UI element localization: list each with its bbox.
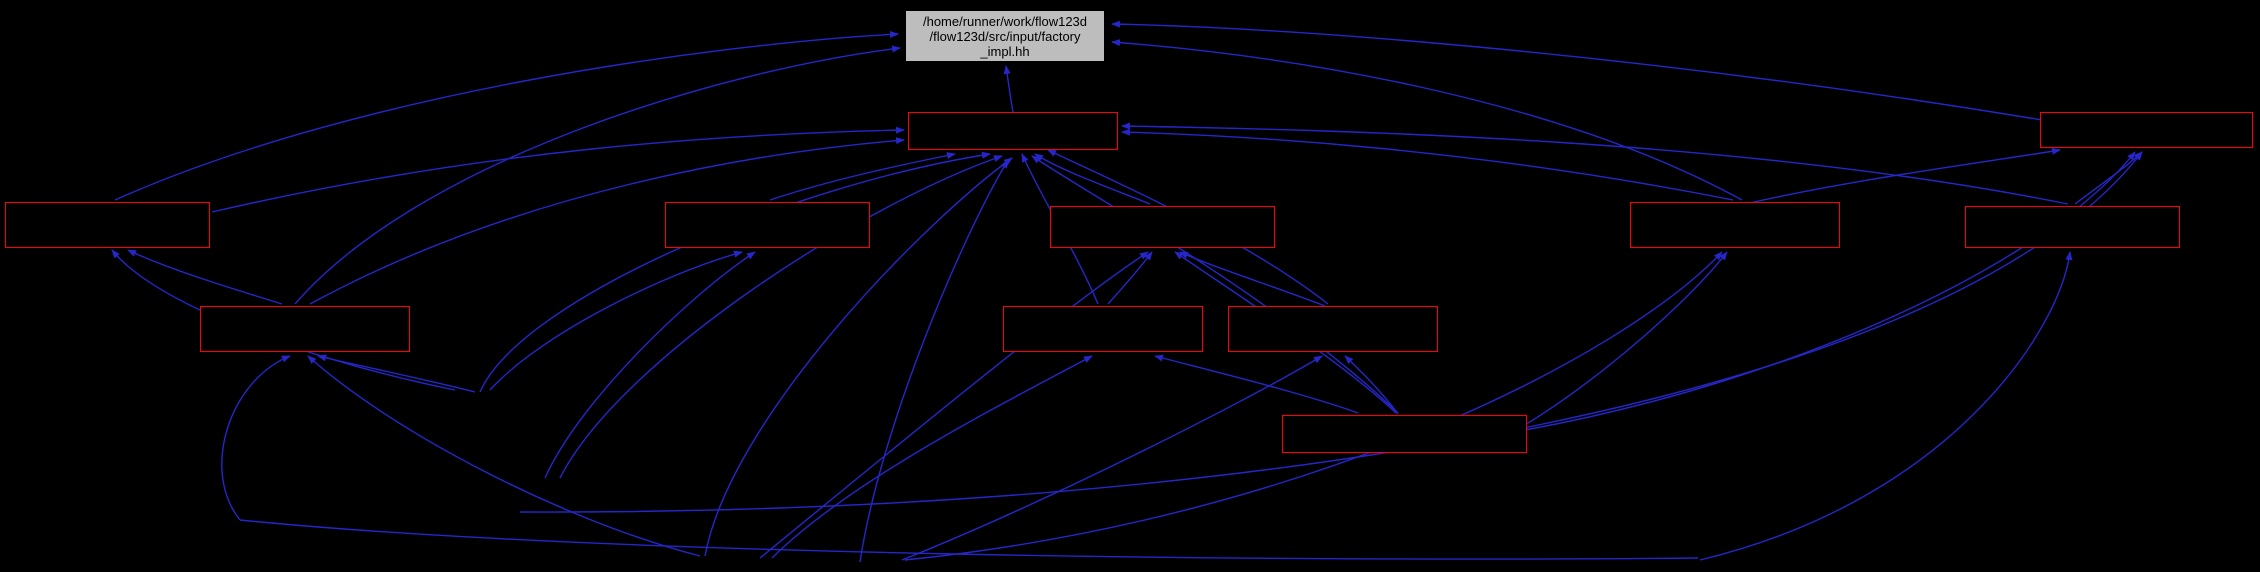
node-title-line: /flow123d/src/input/factory (929, 29, 1081, 44)
edge (544, 251, 756, 479)
edge (1003, 65, 1014, 113)
include-node-far-left[interactable] (5, 202, 210, 248)
include-node-center[interactable] (1050, 206, 1275, 248)
edge (1519, 251, 1728, 429)
edge (1121, 128, 1734, 201)
include-node-bottom[interactable] (1282, 415, 1527, 453)
edge (1111, 20, 2043, 121)
edge (1744, 147, 2061, 205)
edge (221, 355, 291, 521)
edge (239, 519, 1699, 560)
edge (317, 354, 476, 393)
include-node-mid-left[interactable] (665, 202, 870, 248)
edge (1111, 39, 1743, 201)
include-node-far-right[interactable] (1965, 206, 2180, 248)
edge (559, 155, 1003, 479)
edge (114, 30, 899, 201)
edge (294, 45, 901, 305)
edge (1031, 155, 1399, 414)
edge (211, 126, 905, 213)
edge (127, 249, 283, 305)
node-title-line: /home/runner/work/flow123d (922, 14, 1088, 29)
edge (704, 157, 1013, 557)
edge (1107, 251, 1153, 305)
edge (771, 355, 1093, 559)
edge (904, 251, 1723, 561)
include-node-right[interactable] (1630, 202, 1840, 248)
edge (759, 251, 1149, 559)
edge (859, 159, 1009, 563)
edge-group (111, 20, 2143, 563)
include-node-hub[interactable] (908, 112, 1118, 150)
edge (1699, 251, 2073, 561)
include-node-center-row3-b[interactable] (1228, 306, 1438, 352)
include-node-top-right[interactable] (2040, 112, 2253, 148)
edge (2074, 151, 2143, 205)
edge (1524, 151, 2136, 431)
node-title-line: _impl.hh (980, 44, 1030, 59)
edge (479, 151, 991, 393)
edge (1034, 153, 1151, 205)
node-factory-impl-hh: /home/runner/work/flow123d /flow123d/src… (905, 10, 1105, 62)
edge (309, 137, 905, 305)
edge (489, 250, 743, 391)
edge (1344, 355, 1399, 415)
edge (1121, 122, 2069, 205)
include-node-left-row3[interactable] (200, 306, 410, 352)
edge (901, 355, 1323, 561)
edge (1154, 354, 1359, 414)
edge (307, 355, 701, 557)
edge (769, 152, 956, 201)
include-node-center-row3-a[interactable] (1003, 306, 1203, 352)
edge (1179, 251, 1326, 307)
edge (519, 151, 2143, 513)
